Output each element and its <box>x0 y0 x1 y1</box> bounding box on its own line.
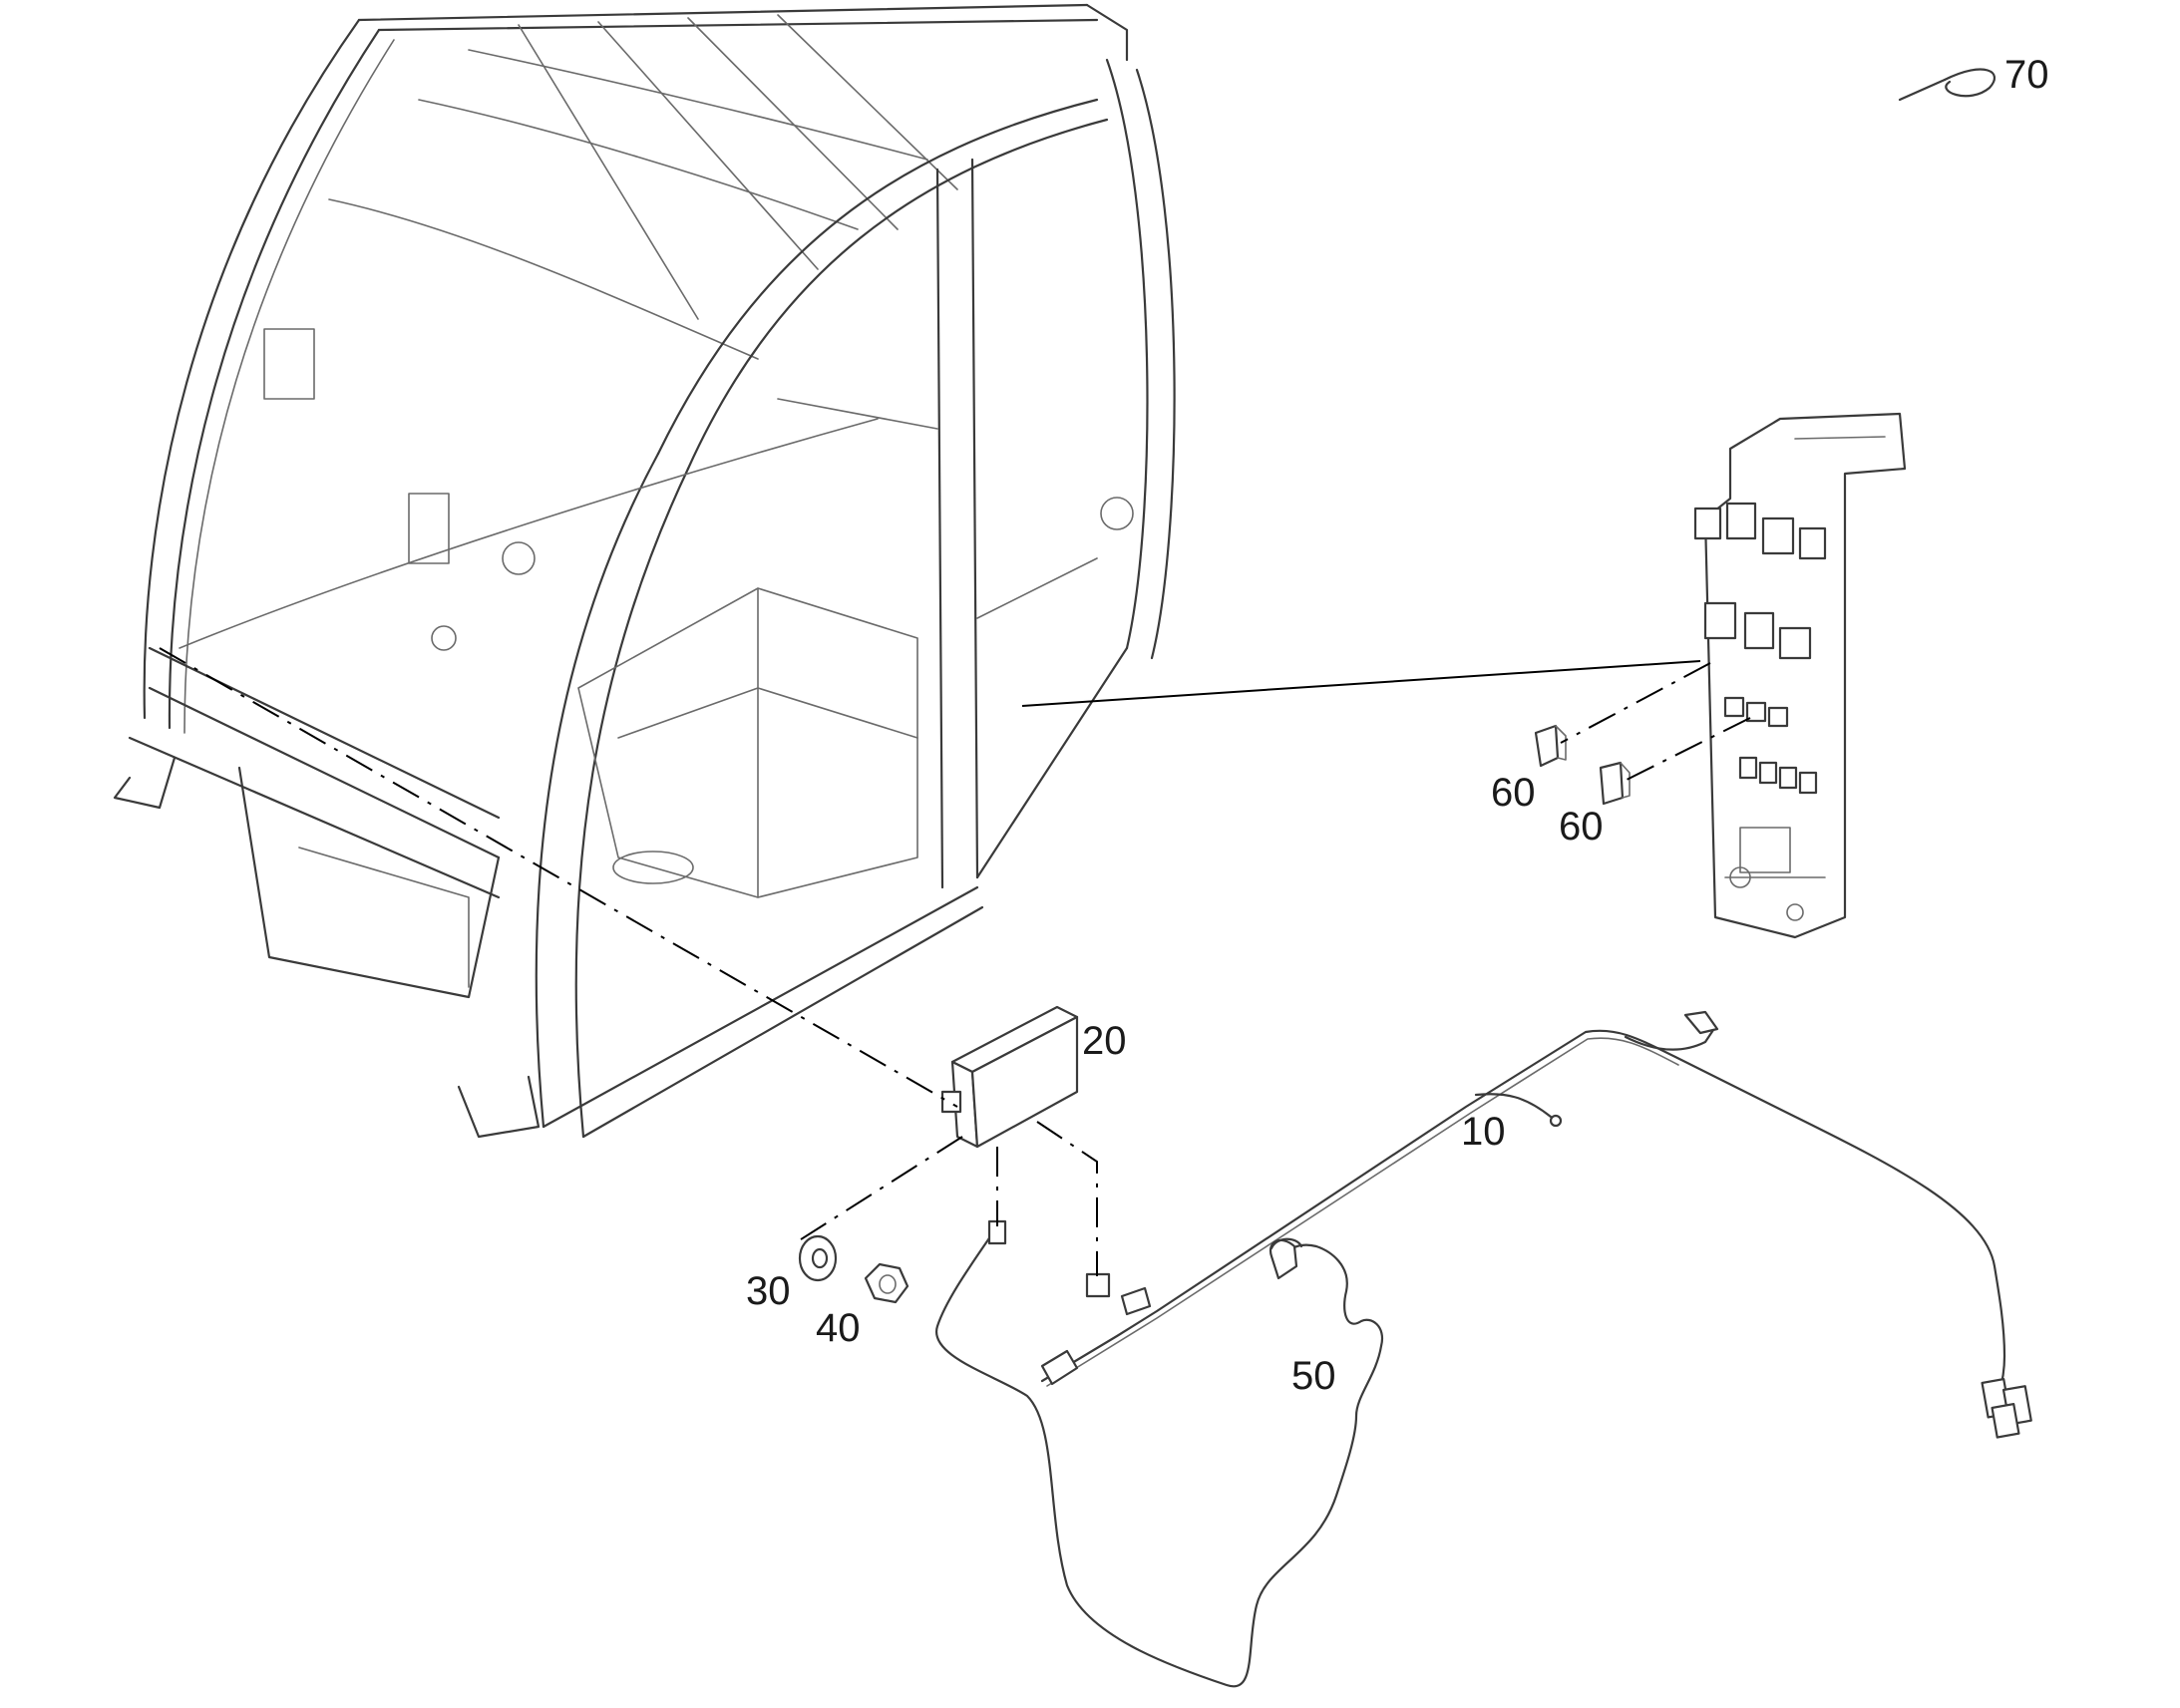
washer-part-30 <box>798 1234 838 1282</box>
assembly-dash-dot-lines <box>159 647 1751 1276</box>
callout-30: 30 <box>746 1269 791 1313</box>
callout-70: 70 <box>2004 53 2049 97</box>
nut-part-40 <box>864 1262 909 1304</box>
relay-blocks <box>1693 502 1827 795</box>
callout-20: 20 <box>1082 1019 1127 1063</box>
fuse-part-60-b <box>1599 761 1631 806</box>
cable-tie-part-70 <box>1898 68 1997 102</box>
fuse-part-60-a <box>1534 724 1567 768</box>
callout-60-second: 60 <box>1559 805 1604 849</box>
cab-frame <box>113 3 1176 1139</box>
wiring-harness-part-10 <box>1040 1010 2032 1439</box>
callout-40: 40 <box>816 1306 861 1350</box>
fuse-relay-panel <box>1693 412 1907 939</box>
antenna-cable-part-50 <box>935 1219 1384 1688</box>
electronic-module-part-20 <box>940 1005 1079 1149</box>
leader-line-fuse-panel <box>1021 660 1701 707</box>
callout-10: 10 <box>1461 1110 1506 1154</box>
callout-50: 50 <box>1291 1354 1336 1398</box>
callout-60-first: 60 <box>1491 771 1536 815</box>
